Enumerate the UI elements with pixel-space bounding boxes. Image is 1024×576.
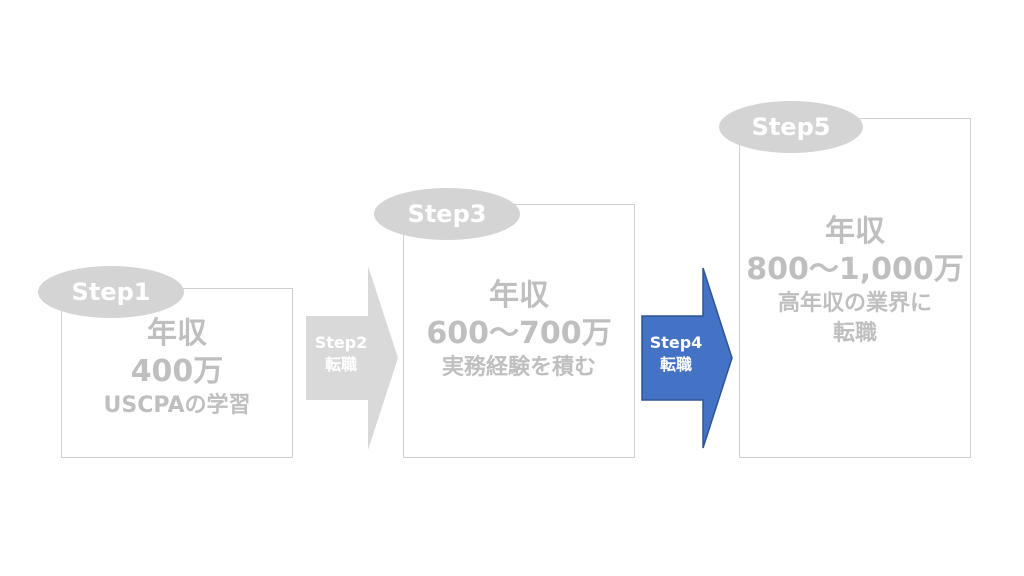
step1-description: USCPAの学習 [103,393,251,418]
step3-badge-label: Step3 [407,200,487,228]
step5-badge: Step5 [719,101,863,153]
step4-label-step: Step4 [649,333,703,352]
step1-badge: Step1 [38,266,184,318]
step4-arrow-shape [641,267,733,449]
step1-box: 年収 400万 USCPAの学習 [61,288,293,458]
step3-description: 実務経験を積む [441,355,596,380]
step2-label-step: Step2 [314,333,368,352]
step1-badge-label: Step1 [71,278,151,306]
step2-arrow: Step2 転職 [306,266,398,450]
step3-box: 年収 600～700万 実務経験を積む [403,204,635,458]
step1-title: 年収 [147,316,207,351]
step4-label-action: 転職 [659,355,692,374]
step2-label: Step2 転職 [306,332,376,376]
step5-salary: 800～1,000万 [746,252,964,287]
step2-label-action: 転職 [324,355,357,374]
step5-title: 年収 [825,214,885,249]
step5-badge-label: Step5 [751,113,831,141]
step3-salary: 600～700万 [426,316,612,351]
step4-label: Step4 転職 [641,332,711,376]
step4-arrow: Step4 転職 [641,266,733,450]
step5-description-line1: 高年収の業界に [777,291,932,316]
step5-description-line2: 転職 [832,321,877,346]
step3-title: 年収 [489,278,549,313]
step2-arrow-shape [306,266,398,450]
step1-salary: 400万 [130,354,224,389]
step5-box: 年収 800～1,000万 高年収の業界に 転職 [739,118,971,458]
step3-badge: Step3 [374,188,520,240]
